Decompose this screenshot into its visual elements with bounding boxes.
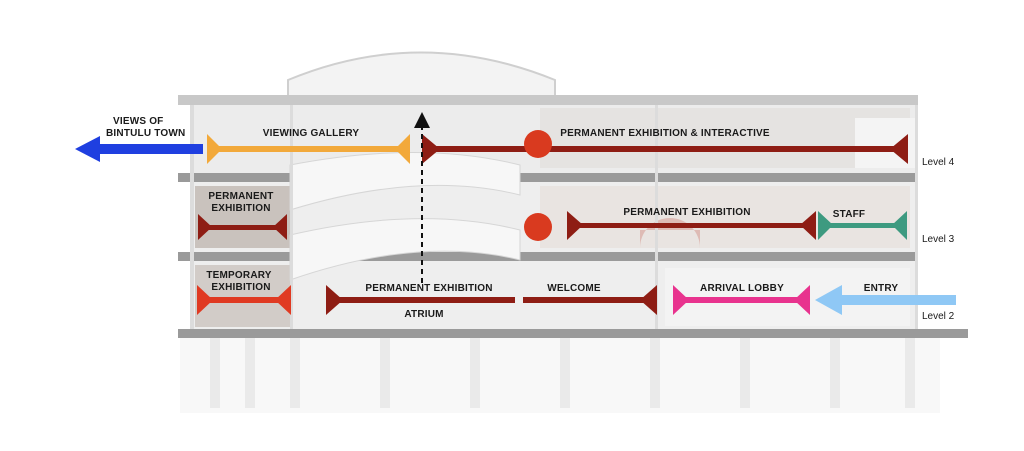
entry-label: ENTRY — [863, 283, 899, 294]
arrival-lobby-bar — [673, 285, 810, 315]
roof-slab — [178, 95, 918, 105]
perm-left-bar — [198, 214, 287, 240]
perm-level2-label: PERMANENT EXHIBITION — [365, 283, 493, 294]
perm-level3-label: PERMANENT EXHIBITION — [623, 207, 751, 218]
welcome-label: WELCOME — [547, 283, 601, 294]
temp-exhibition-bar — [197, 285, 291, 315]
entry-arrow — [815, 285, 956, 315]
level4-label: Level 4 — [922, 157, 955, 168]
level3-label: Level 3 — [922, 234, 955, 245]
perm-interactive-bar — [422, 134, 908, 164]
level3-red-dot — [524, 213, 552, 241]
perm-left-label-line1: PERMANENT — [208, 191, 274, 202]
temp-label-line2: EXHIBITION — [211, 282, 271, 293]
views-arrow — [75, 136, 203, 162]
level3-slab — [178, 252, 918, 261]
temp-label-line1: TEMPORARY — [206, 270, 272, 281]
views-label-line2: BINTULU TOWN — [106, 128, 186, 139]
atrium-label: ATRIUM — [404, 309, 444, 320]
arrival-lobby-label: ARRIVAL LOBBY — [700, 283, 784, 294]
staff-bar — [818, 211, 907, 240]
level4-slab — [178, 173, 918, 182]
perm-level3-bar — [567, 211, 816, 240]
perm-interactive-label: PERMANENT EXHIBITION & INTERACTIVE — [560, 128, 770, 139]
level4-red-dot — [524, 130, 552, 158]
level2-slab — [178, 329, 968, 338]
building-section — [178, 51, 968, 413]
level2-label: Level 2 — [922, 311, 955, 322]
viewing-gallery-bar — [207, 134, 410, 164]
staff-label: STAFF — [832, 209, 866, 220]
atrium-ramp — [289, 152, 521, 211]
welcome-bar — [523, 285, 657, 315]
viewing-gallery-label: VIEWING GALLERY — [262, 128, 360, 139]
perm-level2-bar — [326, 285, 515, 315]
views-label-line1: VIEWS OF — [113, 116, 164, 127]
perm-left-label-line2: EXHIBITION — [211, 203, 271, 214]
